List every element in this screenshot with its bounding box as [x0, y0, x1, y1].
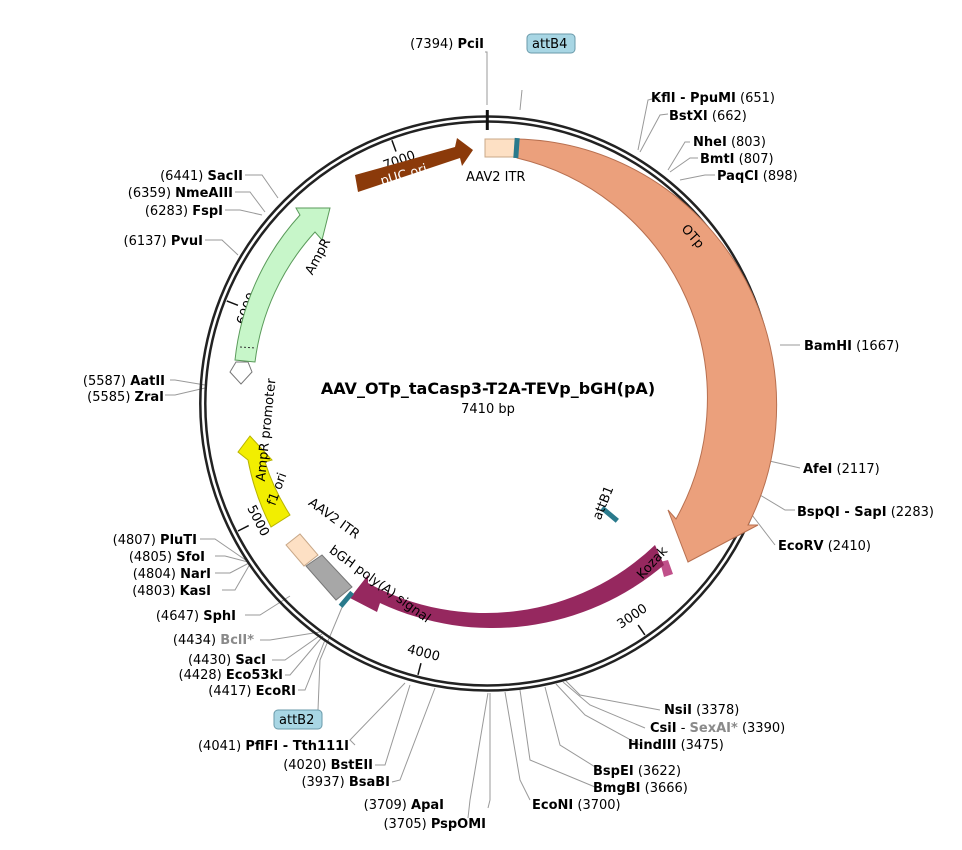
site-bsteii[interactable]: (4020) BstEII — [283, 758, 373, 773]
tick-mark — [237, 524, 250, 532]
feature-f1-ori[interactable] — [237, 435, 291, 528]
label-aav2-itr-2: AAV2 ITR — [305, 495, 362, 542]
feature-aav2-itr-2[interactable] — [285, 533, 319, 567]
site-bspei[interactable]: BspEI (3622) — [593, 764, 681, 779]
site-bspqi-sapi[interactable]: BspQI - SapI (2283) — [797, 505, 934, 520]
feature-bgh-polya[interactable] — [305, 554, 353, 601]
feature-tacasp3[interactable] — [350, 545, 664, 629]
tick-mark — [637, 624, 646, 636]
site-sphi[interactable]: (4647) SphI — [156, 609, 236, 624]
feature-attb2-marker[interactable] — [338, 590, 355, 608]
site-apai[interactable]: (3709) ApaI — [364, 798, 444, 813]
site-kfli-ppumi[interactable]: KflI - PpuMI (651) — [651, 91, 775, 106]
site-nari[interactable]: (4804) NarI — [133, 567, 211, 582]
features — [229, 137, 778, 629]
site-bmgbi[interactable]: BmgBI (3666) — [593, 781, 688, 796]
feature-ampr[interactable] — [234, 207, 331, 363]
site-bcli[interactable]: (4434) BclI* — [173, 633, 254, 648]
label-tacasp3: taCasp3-T2A-TEVp — [448, 627, 567, 662]
site-aatii[interactable]: (5587) AatII — [83, 374, 165, 389]
svg-text:attB4: attB4 — [532, 37, 567, 52]
site-nhei[interactable]: NheI (803) — [693, 135, 766, 150]
tick-mark — [417, 662, 422, 675]
site-pflfi-tth111i[interactable]: (4041) PflFI - Tth111I — [198, 739, 349, 754]
site-kasi[interactable]: (4803) KasI — [132, 584, 211, 599]
site-pspomi[interactable]: (3705) PspOMI — [383, 817, 486, 832]
site-sacii[interactable]: (6441) SacII — [160, 169, 243, 184]
attb2-badge[interactable]: attB2 — [273, 709, 323, 730]
svg-text:attB2: attB2 — [279, 713, 314, 728]
site-labels: (7394) PciI KflI - PpuMI (651) BstXI (66… — [83, 37, 934, 832]
tick-label: 4000 — [406, 642, 442, 665]
site-pcii[interactable]: (7394) PciI — [410, 37, 484, 52]
tick-mark — [391, 139, 397, 152]
site-ecori[interactable]: (4417) EcoRI — [208, 684, 296, 699]
site-zrai[interactable]: (5585) ZraI — [87, 390, 164, 405]
site-ecorv[interactable]: EcoRV (2410) — [778, 539, 871, 554]
feature-ampr-promoter[interactable] — [229, 361, 253, 385]
feature-aav2-itr-1[interactable] — [484, 138, 518, 158]
tick-label: 3000 — [615, 601, 651, 632]
site-bsabi[interactable]: (3937) BsaBI — [301, 775, 390, 790]
site-leader-lines — [165, 51, 801, 819]
feature-puc-ori[interactable] — [355, 138, 473, 192]
site-bstxi[interactable]: BstXI (662) — [669, 109, 747, 124]
site-paqci[interactable]: PaqCI (898) — [717, 169, 798, 184]
site-csii-sexai[interactable]: CsiI - SexAI* (3390) — [650, 721, 785, 736]
site-bmti[interactable]: BmtI (807) — [700, 152, 774, 167]
plasmid-size: 7410 bp — [461, 402, 515, 417]
feature-otp[interactable] — [516, 138, 778, 563]
site-eco53ki[interactable]: (4428) Eco53kI — [179, 668, 283, 683]
attb4-badge[interactable]: attB4 — [526, 33, 576, 54]
site-afei[interactable]: AfeI (2117) — [803, 462, 880, 477]
site-nmeaiii[interactable]: (6359) NmeAIII — [128, 186, 233, 201]
site-sfoi[interactable]: (4805) SfoI — [129, 550, 205, 565]
ampr-promoter-divider — [239, 346, 257, 349]
site-econi[interactable]: EcoNI (3700) — [532, 798, 621, 813]
plasmid-title: AAV_OTp_taCasp3-T2A-TEVp_bGH(pA) — [321, 379, 655, 398]
site-fspi[interactable]: (6283) FspI — [145, 204, 223, 219]
site-pvui[interactable]: (6137) PvuI — [124, 234, 203, 249]
tick-mark — [226, 300, 239, 306]
site-hindiii[interactable]: HindIII (3475) — [628, 738, 724, 753]
site-pluti[interactable]: (4807) PluTI — [113, 533, 197, 548]
feature-attb1-marker[interactable] — [600, 506, 619, 523]
feature-attb4-marker[interactable] — [513, 137, 520, 159]
label-ampr-promoter: AmpR promoter — [254, 377, 280, 482]
site-bamhi[interactable]: BamHI (1667) — [804, 339, 899, 354]
label-aav2-itr-1: AAV2 ITR — [466, 170, 525, 185]
site-nsii[interactable]: NsiI (3378) — [664, 703, 739, 718]
site-saci[interactable]: (4430) SacI — [188, 653, 266, 668]
label-ampr: AmpR — [303, 236, 334, 277]
